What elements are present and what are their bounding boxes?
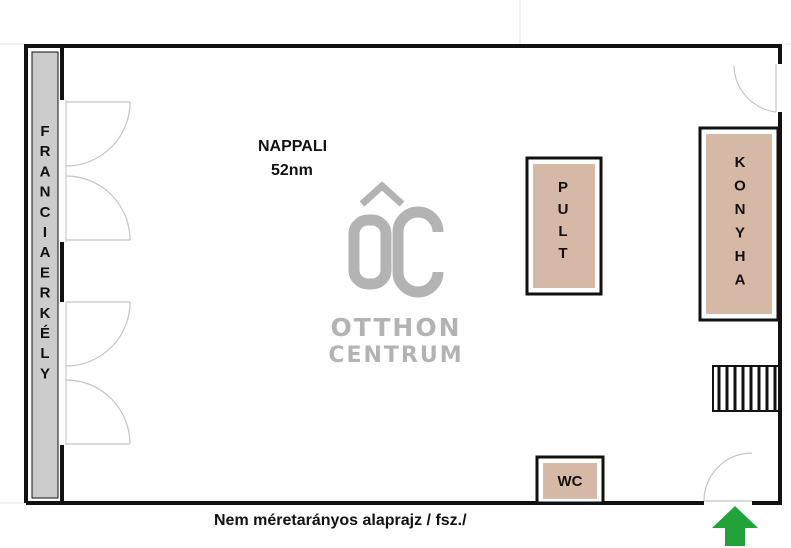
stairs [712, 365, 780, 412]
watermark-line1: OTTHON [330, 313, 461, 342]
watermark-line2: CENTRUM [328, 343, 463, 368]
balcony-door-swings [65, 101, 131, 445]
toilet-fill [543, 463, 597, 499]
oc-logo-icon [348, 181, 444, 298]
entrance-door-swing [703, 452, 753, 502]
toilet-label: WC [558, 473, 583, 490]
french-balcony [31, 51, 59, 499]
top-right-door-swing [733, 64, 777, 113]
living-room-name: NAPPALI [258, 138, 327, 155]
plan-caption: Nem méretarányos alaprajz / fsz./ [214, 512, 467, 529]
otthon-centrum-watermark: OTTHON CENTRUM [328, 181, 463, 368]
arrow-up-icon [712, 506, 758, 546]
counter-fill [533, 164, 595, 288]
living-room-area: 52nm [271, 162, 313, 179]
background-marks [0, 0, 791, 504]
kitchen-fill [706, 134, 772, 314]
